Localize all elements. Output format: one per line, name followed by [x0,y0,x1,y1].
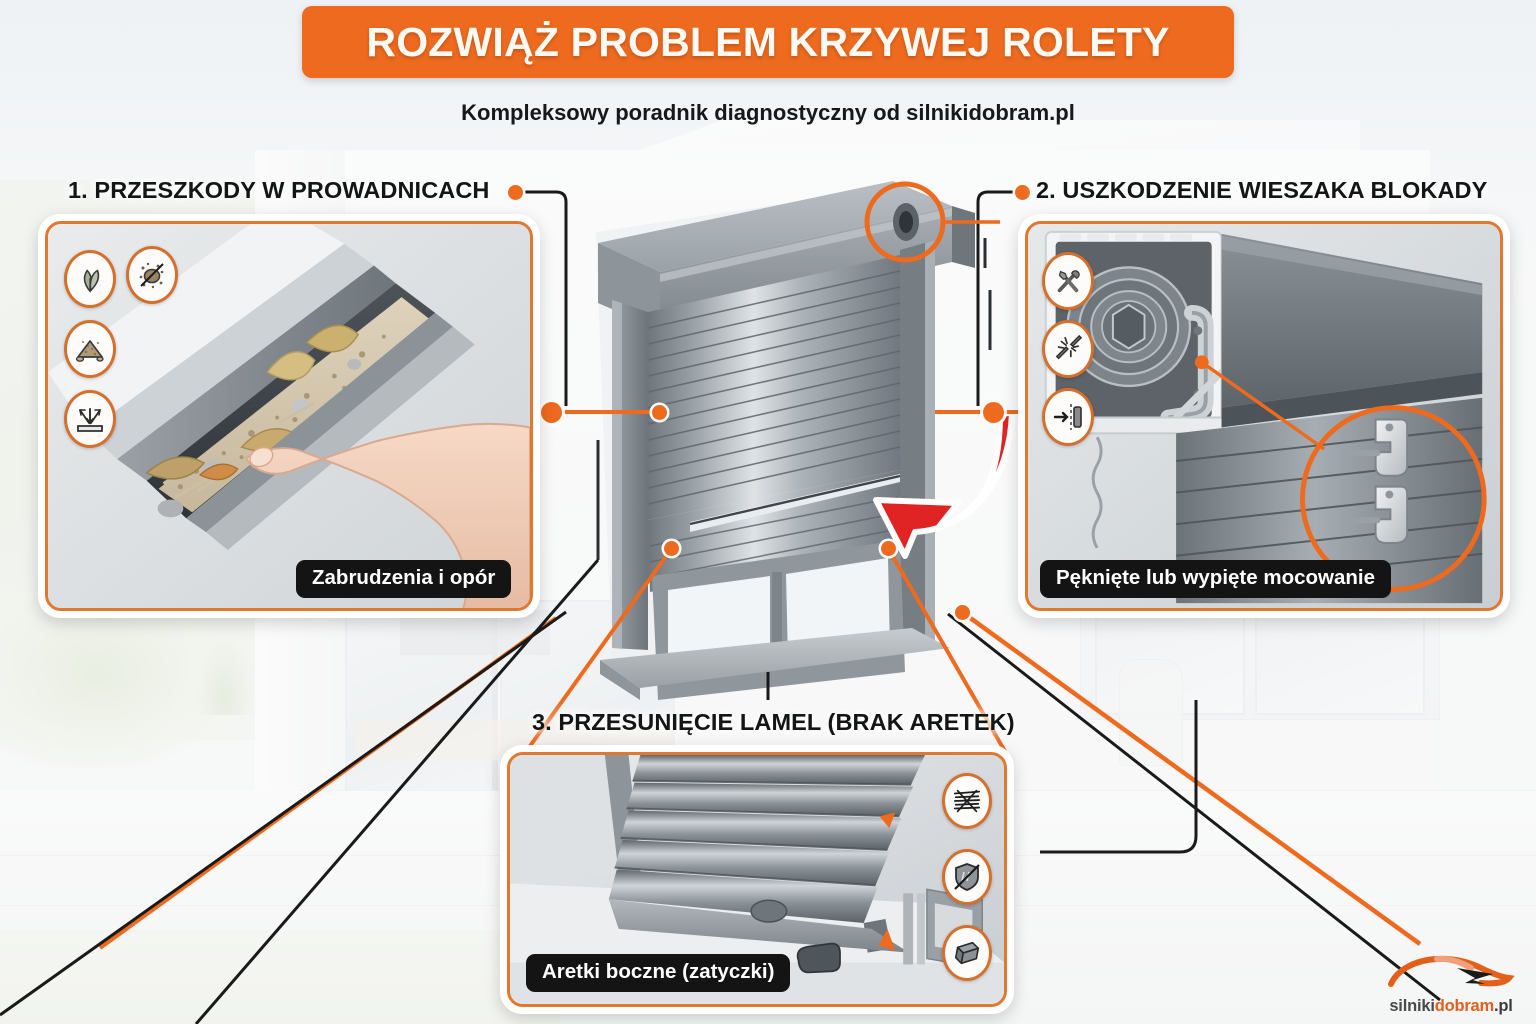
panel-1-frame: Zabrudzenia i opór [45,221,533,611]
panel-1-caption: Zabrudzenia i opór [296,560,512,598]
panel-2-icon-slide-out [1042,388,1094,446]
connector-dot-shutter-left [652,405,667,420]
broken-part-icon [1055,334,1083,360]
misaligned-slats-icon [953,789,981,813]
connector-dot-panel2-lead [983,402,1004,423]
logo-part-1: silniki [1389,997,1435,1015]
debris-blocked-icon [139,262,164,289]
connector-dot-shutter-lower-left [664,541,679,556]
connector-dot-panel1-lead [541,402,562,423]
panel-3-icon-misaligned-slats [942,773,992,829]
no-protection-icon [954,863,980,891]
friction-resistance-icon [77,408,103,432]
logo-part-2: dobram [1434,997,1495,1015]
panel-3-caption: Aretki boczne (zatyczki) [526,954,791,992]
leaves-icon [83,269,100,293]
brand-logo[interactable]: silnikidobram.pl [1376,950,1526,1016]
title-banner: ROZWIĄŻ PROBLEM KRZYWEJ ROLETY [302,6,1234,78]
sand-pile-icon [75,340,104,362]
connector-dot-shutter-bottom-right [955,605,970,620]
roller-drum-coil [1066,266,1192,388]
shifted-slat-stack [608,755,925,923]
panel-3-icon-stopper-clip [942,925,992,981]
stopper-clip-icon [954,941,980,965]
slide-out-icon [1053,404,1082,430]
connector-dot-panel2-header [1015,185,1030,200]
panel-2-frame: Pęknięte lub wypięte mocowanie [1025,221,1503,611]
tools-icon [1057,270,1080,293]
detached-stopper-clip [796,942,841,974]
panel-1-icon-sand-pile [64,320,116,378]
panel-2-caption: Pęknięte lub wypięte mocowanie [1040,560,1391,598]
panel-2-icon-tools [1042,252,1094,310]
page-subtitle: Kompleksowy poradnik diagnostyczny od si… [461,100,1075,125]
panel-1-card[interactable]: Zabrudzenia i opór [38,214,540,618]
panel-1-icon-friction [64,390,116,448]
panel-3-icon-no-protection [942,849,992,905]
panel-2-title: 2. USZKODZENIE WIESZAKA BLOKADY [1036,177,1488,203]
panel-1-icon-leaves [64,250,116,308]
panel-2-scene-shutter-box-cutaway [1028,224,1500,608]
logo-part-3: .pl [1494,997,1513,1015]
panel-1-icon-debris-blocked [126,246,178,304]
logo-wordmark: silnikidobram.pl [1376,997,1526,1016]
connector-dot-panel1-header [508,185,523,200]
pointing-hand [245,422,530,608]
connector-dot-shutter-lower-right [881,541,896,556]
page-title: ROZWIĄŻ PROBLEM KRZYWEJ ROLETY [366,18,1170,65]
panel-3-frame: Aretki boczne (zatyczki) [507,752,1007,1007]
panel-1-scene-dirty-guide-rail [48,224,530,608]
panel-3-card[interactable]: Aretki boczne (zatyczki) [500,745,1014,1014]
panel-1-title: 1. PRZESZKODY W PROWADNICACH [68,177,490,203]
panel-3-title: 3. PRZESUNIĘCIE LAMEL (BRAK ARETEK) [532,709,1015,735]
hanger-detail-magnifier [1194,355,1487,592]
panel-2-card[interactable]: Pęknięte lub wypięte mocowanie [1018,214,1510,618]
slat-shift-arrows [878,812,896,951]
panel-2-icon-broken-part [1042,320,1094,378]
car-silhouette-with-arrow-icon [1388,955,1515,987]
